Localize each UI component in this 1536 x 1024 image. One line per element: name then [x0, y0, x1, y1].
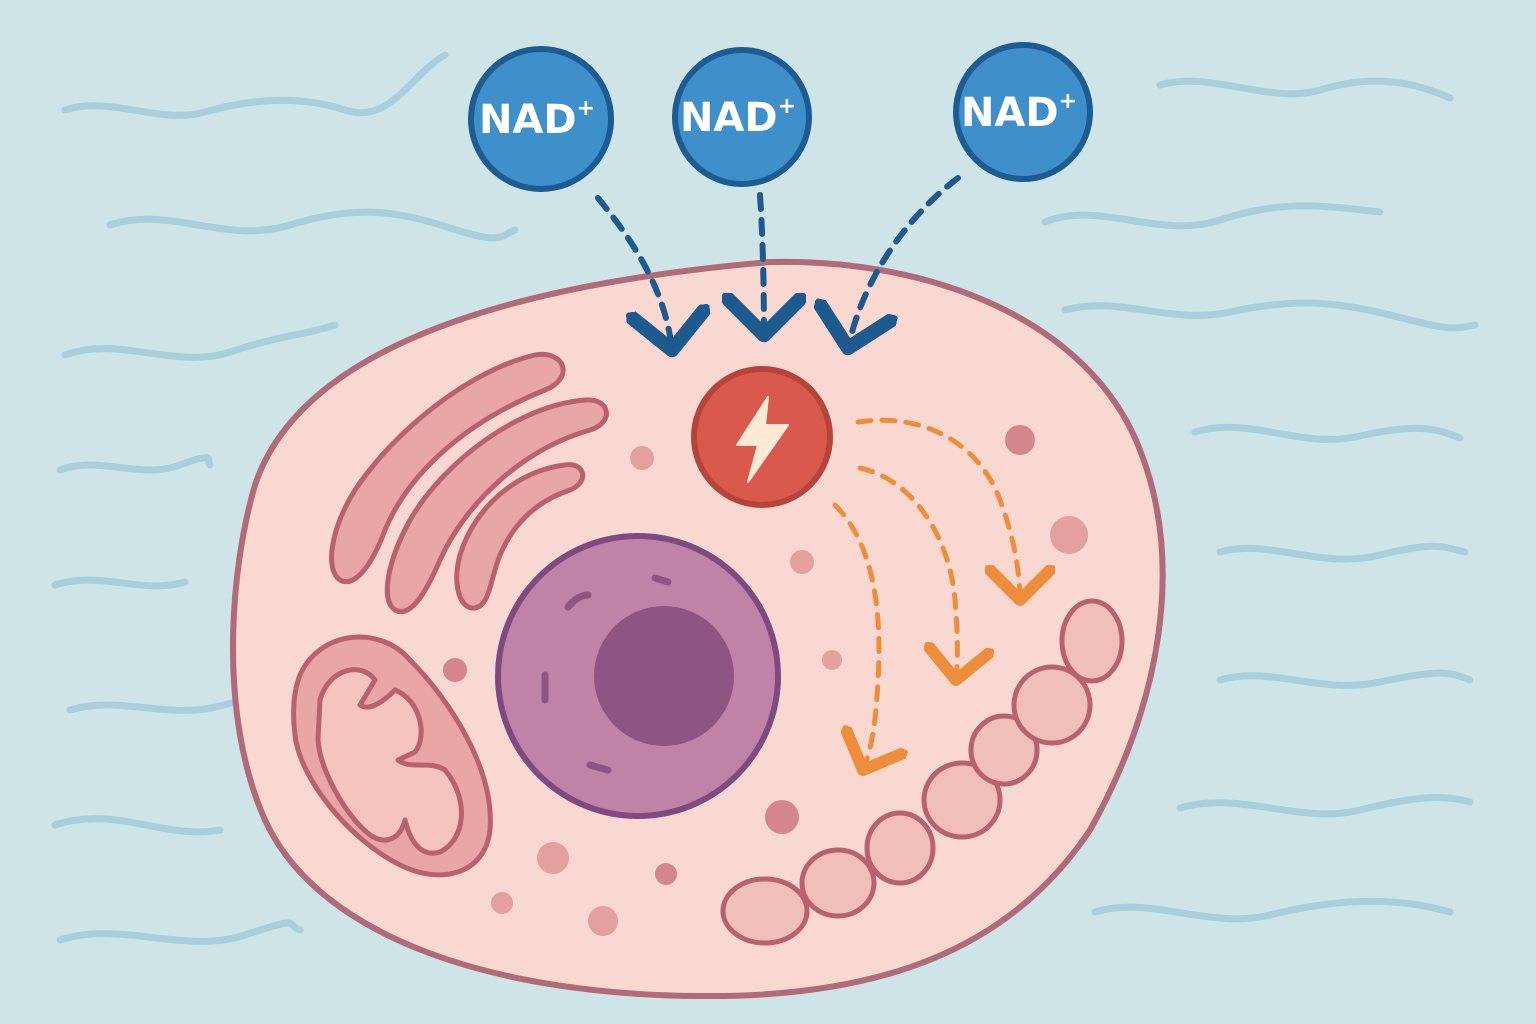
- nad-circle: [468, 46, 614, 192]
- wave-line: [61, 51, 449, 119]
- nad-label-text: NAD: [479, 97, 577, 143]
- nucleolus: [594, 606, 734, 746]
- mitochondrion-inner: [315, 667, 464, 856]
- nad-circle: [672, 47, 812, 187]
- bead-chain: [720, 598, 1125, 946]
- nuclear-pore: [564, 591, 592, 611]
- signal-arrows: [832, 417, 1020, 770]
- nad-superscript: +: [1059, 89, 1077, 114]
- nad-molecule: NAD+: [672, 47, 812, 187]
- nuclear-pore: [586, 761, 612, 774]
- vesicle: [443, 658, 467, 682]
- nad-circle: [953, 42, 1093, 182]
- nad-arrow: [760, 192, 764, 335]
- vesicle: [1005, 425, 1035, 455]
- wave-line: [1041, 202, 1384, 230]
- chain-bead: [720, 876, 810, 946]
- wave-line: [1061, 299, 1479, 332]
- golgi-stack: [329, 351, 566, 584]
- nad-label-text: NAD: [680, 95, 778, 141]
- chain-bead: [1059, 598, 1125, 684]
- nad-molecule: NAD+: [468, 46, 614, 192]
- vesicle: [822, 650, 842, 670]
- golgi-stack: [454, 462, 585, 611]
- wave-line: [1091, 897, 1454, 923]
- nuclear-pore: [651, 574, 672, 586]
- nad-label: NAD+: [479, 96, 595, 143]
- mitochondrion: [291, 634, 493, 878]
- golgi-apparatus: [329, 351, 609, 614]
- wave-line: [56, 919, 304, 945]
- chain-bead: [1011, 664, 1093, 746]
- vesicle: [1050, 516, 1088, 554]
- vesicle: [537, 842, 569, 874]
- nad-molecule: NAD+: [953, 42, 1093, 182]
- nad-label-text: NAD: [961, 90, 1059, 136]
- chain-bead: [921, 760, 1003, 840]
- enzyme: [691, 366, 833, 508]
- vesicle: [630, 446, 654, 470]
- nad-superscript: +: [778, 94, 796, 119]
- signal-arrow: [855, 417, 1020, 600]
- signal-arrow: [832, 502, 879, 770]
- chain-bead: [799, 847, 877, 919]
- vesicle: [655, 863, 677, 885]
- wave-line: [56, 454, 214, 474]
- nad-arrow: [848, 175, 961, 348]
- wave-line: [106, 208, 519, 242]
- wave-line: [1216, 542, 1469, 563]
- wave-line: [1191, 423, 1464, 443]
- nucleus: [495, 533, 781, 819]
- nad-inflow-arrows: [595, 175, 961, 350]
- nuclear-pores: [541, 574, 672, 774]
- wave-line: [51, 815, 224, 836]
- lightning-bolt-icon: [736, 396, 789, 483]
- signal-arrow: [857, 465, 957, 680]
- nad-arrow: [595, 195, 672, 350]
- background-waves: [51, 51, 1479, 945]
- wave-line: [1216, 669, 1474, 689]
- vesicle: [765, 800, 799, 834]
- nad-superscript: +: [577, 96, 595, 121]
- vesicle: [491, 892, 513, 914]
- chain-bead: [968, 713, 1040, 787]
- nad-label: NAD+: [680, 94, 796, 141]
- vesicle: [588, 906, 618, 936]
- vesicle: [790, 550, 814, 574]
- chain-bead: [864, 810, 936, 886]
- wave-line: [1176, 794, 1474, 818]
- wave-line: [51, 576, 189, 590]
- nad-label: NAD+: [961, 89, 1077, 136]
- wave-line: [1156, 77, 1454, 102]
- vesicles: [443, 425, 1088, 936]
- wave-line: [61, 321, 339, 361]
- golgi-stack: [384, 397, 609, 614]
